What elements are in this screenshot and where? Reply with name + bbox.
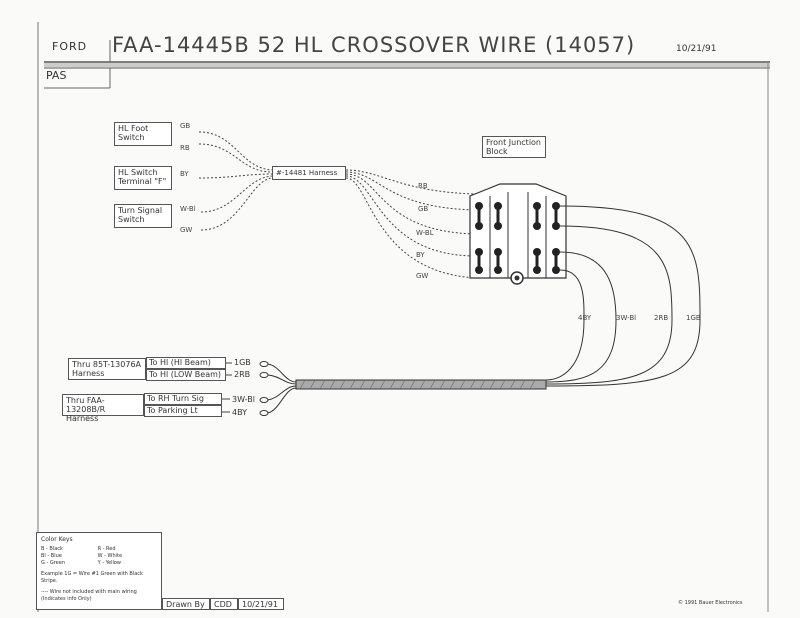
- harness-14481-box: #-14481 Harness: [272, 166, 346, 180]
- harness-hatch: [299, 379, 536, 390]
- brand-label: FORD: [52, 40, 88, 53]
- header-band: [44, 63, 770, 67]
- legend-title: Color Keys: [41, 536, 73, 543]
- wire-label-gw-right: GW: [416, 272, 429, 280]
- wire-label-by-right: BY: [416, 251, 425, 259]
- drawn-by-value: CDD: [210, 598, 238, 610]
- harness-wire-2rb: 2RB: [234, 370, 251, 379]
- harness-row-low-beam: To Hl (LOW Beam): [146, 369, 226, 381]
- wire-label-2rb: 2RB: [654, 314, 669, 322]
- drawn-date: 10/21/91: [238, 598, 284, 610]
- turn-signal-switch-box: Turn Signal Switch: [114, 204, 172, 228]
- legend-left-0: B - Black: [41, 546, 63, 552]
- legend-example: Example 1G = Wire #1 Green with Black St…: [41, 571, 143, 584]
- connector-fanout: [267, 363, 297, 414]
- page-title: FAA-14445B 52 HL CROSSOVER WIRE (14057): [112, 33, 636, 57]
- harness-leader-lines: [222, 362, 232, 413]
- harness-group-2-label: Thru FAA-13208B/R Harness: [62, 394, 144, 423]
- harness-row-hi-beam: To Hl (Hl Beam): [146, 357, 226, 369]
- harness-group-1-label: Thru 85T-13076A Harness: [68, 358, 146, 380]
- hl-foot-switch-box: HL Foot Switch: [114, 122, 172, 146]
- wire-label-by: BY: [180, 170, 189, 178]
- wire-label-gb-right: GB: [418, 205, 429, 213]
- subheader-label: PAS: [46, 69, 67, 82]
- wire-label-4by: 4BY: [578, 314, 592, 322]
- copyright-text: © 1991 Bauer Electronics: [678, 600, 743, 606]
- legend-right-2: Y - Yellow: [97, 560, 122, 566]
- color-key-legend: Color Keys B - Black Bl - Blue G - Green…: [36, 532, 162, 610]
- harness-row-rh-turn-sig: To RH Turn Sig: [144, 393, 222, 405]
- wire-label-rb: RB: [180, 144, 190, 152]
- harness-wire-1gb: 1GB: [234, 358, 251, 367]
- crossover-wires: [545, 205, 701, 387]
- header-date: 10/21/91: [676, 44, 717, 54]
- legend-left-1: Bl - Blue: [41, 553, 62, 559]
- wire-label-3wbl: 3W-Bl: [616, 314, 637, 322]
- wire-label-wbl-right: W-BL: [416, 229, 434, 237]
- front-junction-block-box: Front Junction Block: [482, 136, 546, 158]
- legend-left-2: G - Green: [41, 560, 65, 566]
- legend-right-1: W - White: [97, 553, 123, 559]
- junction-block: [469, 183, 567, 285]
- wire-label-wbl: W-Bl: [180, 205, 196, 213]
- harness-wire-4by: 4BY: [232, 408, 248, 417]
- harness-wire-3wbl: 3W-Bl: [232, 395, 255, 404]
- legend-right-0: R - Red: [97, 546, 116, 552]
- harness-row-parking-lt: To Parking Lt: [144, 405, 222, 417]
- wire-label-gw: GW: [180, 226, 193, 234]
- wire-label-1gb: 1GB: [686, 314, 701, 322]
- drawn-by-label: Drawn By: [162, 598, 210, 610]
- hl-switch-terminal-box: HL Switch Terminal "F": [114, 166, 172, 190]
- harness-to-block-wires: [345, 169, 477, 279]
- block-bridges: [477, 206, 558, 270]
- legend-note: ---- Wire not included with main wiring …: [41, 589, 137, 602]
- wire-label-gb: GB: [180, 122, 191, 130]
- wire-connectors: [259, 361, 269, 416]
- wire-label-rb-right: RB: [418, 182, 428, 190]
- switch-wires: [198, 131, 273, 231]
